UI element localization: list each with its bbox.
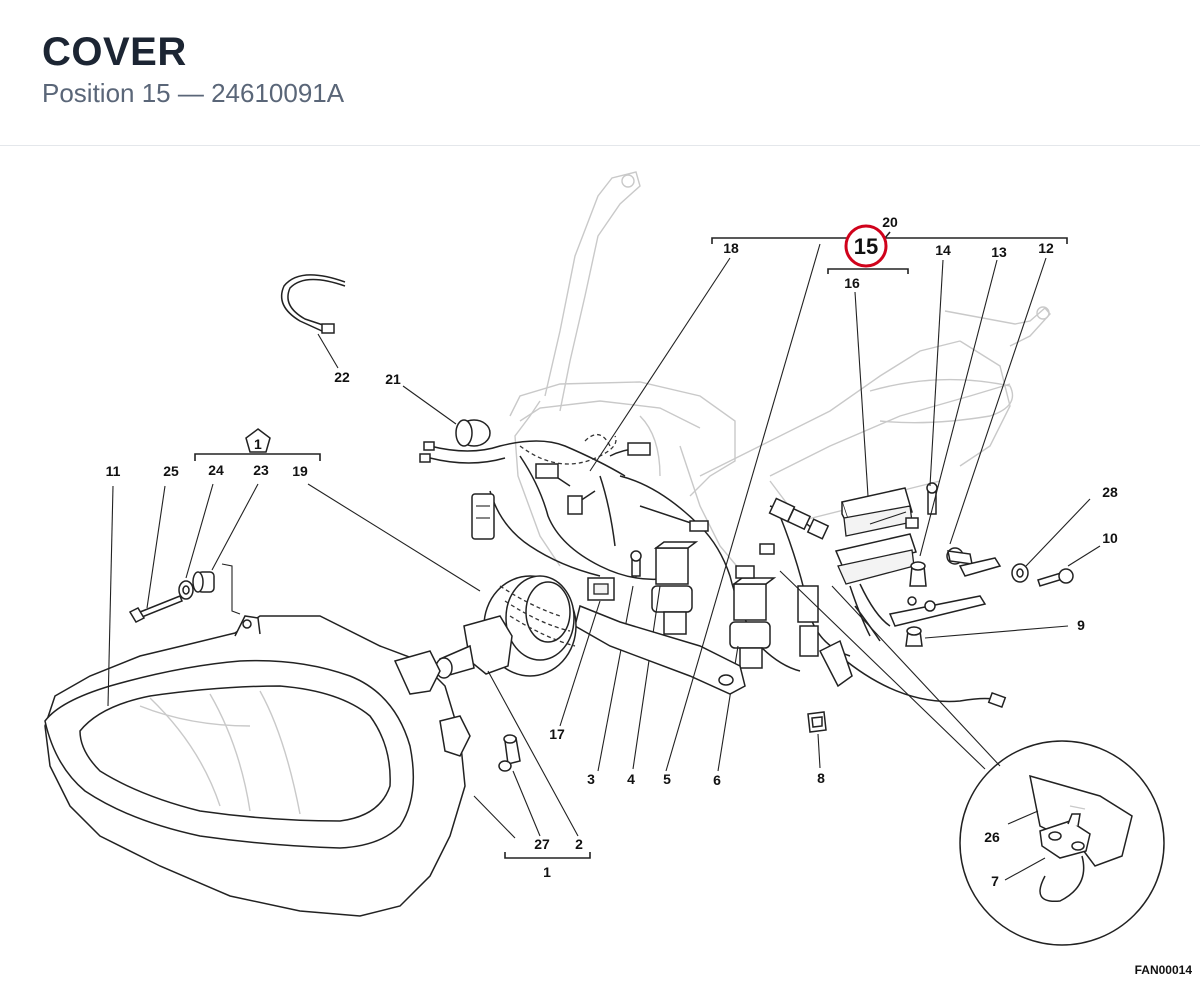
group-bracket-1 xyxy=(504,852,591,859)
drawing-code: FAN00014 xyxy=(1135,963,1193,977)
part-28-washer xyxy=(1011,498,1091,583)
label-25: 25 xyxy=(163,463,179,479)
label-26: 26 xyxy=(984,829,1000,845)
part-10-bolt xyxy=(1037,545,1101,587)
group-bracket-20 xyxy=(711,231,1068,244)
group-bracket-16 xyxy=(827,268,909,274)
label-3: 3 xyxy=(587,771,595,787)
detail-view xyxy=(779,570,1165,946)
part-13-grommet xyxy=(909,259,998,587)
part-3-bolt xyxy=(597,550,642,772)
label-5: 5 xyxy=(663,771,671,787)
page-header: COVER Position 15 — 24610091A xyxy=(0,0,1200,146)
part-5-bracket xyxy=(574,243,821,772)
page-subtitle: Position 15 — 24610091A xyxy=(42,78,345,108)
part-14-bolt xyxy=(926,259,944,515)
lever-linkage xyxy=(888,557,1002,627)
part-22-strap xyxy=(280,274,346,369)
part-6-relay xyxy=(717,577,777,772)
highlight-circle[interactable] xyxy=(844,224,888,268)
part-9-grommet xyxy=(905,625,1069,647)
part-27-plug xyxy=(473,734,541,839)
label-12: 12 xyxy=(1038,240,1054,256)
part-12-mount xyxy=(946,257,1047,565)
label-24: 24 xyxy=(208,462,224,478)
exploded-parts-diagram: 1 15 20 18 14 13 12 16 22 21 11 25 24 23… xyxy=(44,171,1193,977)
label-22: 22 xyxy=(334,369,350,385)
label-13: 13 xyxy=(991,244,1007,260)
label-18: 18 xyxy=(723,240,739,256)
headlight-bulb-assembly xyxy=(307,483,577,679)
label-19: 19 xyxy=(292,463,308,479)
part-21-grommet xyxy=(402,385,491,447)
label-16: 16 xyxy=(844,275,860,291)
part-23-bush xyxy=(192,483,259,615)
highlight-position-15[interactable]: 15 xyxy=(844,224,888,268)
label-23: 23 xyxy=(253,462,269,478)
leader-2 xyxy=(487,670,579,837)
label-8: 8 xyxy=(817,770,825,786)
part-25-bolt xyxy=(128,485,183,623)
position-labels: 20 18 14 13 12 16 22 21 11 25 24 23 19 2… xyxy=(106,214,1118,889)
label-21: 21 xyxy=(385,371,401,387)
label-28: 28 xyxy=(1102,484,1118,500)
group-bracket-19 xyxy=(194,453,321,461)
label-4: 4 xyxy=(627,771,635,787)
label-11: 11 xyxy=(106,463,121,479)
leader-18 xyxy=(589,257,731,472)
harness-connector-group xyxy=(735,497,853,688)
part-16-connector-block xyxy=(834,291,919,637)
label-20: 20 xyxy=(882,214,898,230)
group-symbol-pentagon: 1 xyxy=(245,428,271,453)
part-4-relay xyxy=(632,541,699,770)
part-17-connector xyxy=(587,564,637,601)
label-17: 17 xyxy=(549,726,565,742)
part-11-headlight-housing xyxy=(44,485,471,917)
part-24-washer xyxy=(178,483,214,600)
group-symbol-label: 1 xyxy=(254,436,262,452)
part-8-clip xyxy=(807,711,827,769)
label-10: 10 xyxy=(1102,530,1118,546)
leader-17 xyxy=(559,600,601,727)
page-title: COVER xyxy=(42,30,187,74)
label-2: 2 xyxy=(575,836,583,852)
label-7: 7 xyxy=(991,873,999,889)
label-9: 9 xyxy=(1077,617,1085,633)
label-27: 27 xyxy=(534,836,550,852)
label-14: 14 xyxy=(935,242,951,258)
label-15[interactable]: 15 xyxy=(854,234,878,259)
label-6: 6 xyxy=(713,772,721,788)
label-1: 1 xyxy=(543,864,551,880)
